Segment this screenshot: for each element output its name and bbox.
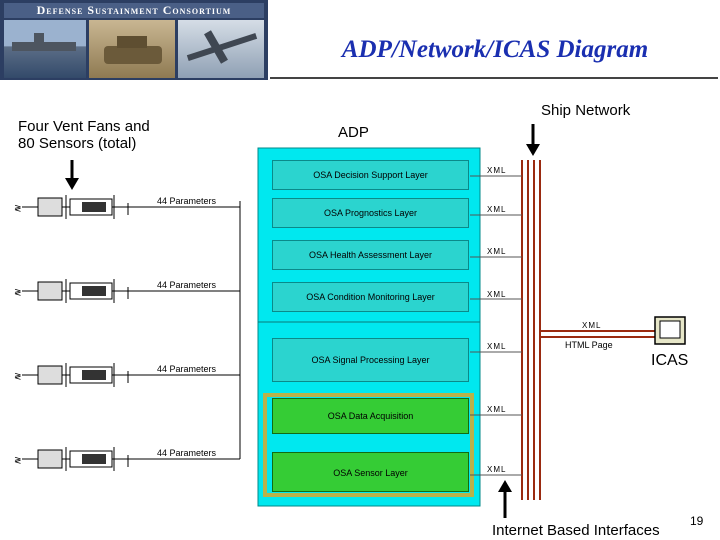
acquisition-highlight bbox=[263, 393, 474, 497]
layer-health-assessment: OSA Health Assessment Layer bbox=[272, 240, 469, 270]
parameters-label: 44 Parameters bbox=[157, 280, 217, 290]
icas-connector bbox=[540, 330, 655, 338]
vent-fan-row: ≷ bbox=[14, 279, 240, 303]
ship-photo bbox=[4, 20, 86, 78]
vent-fan-row: ≷ bbox=[14, 363, 240, 387]
xml-label: XML bbox=[487, 166, 507, 175]
consortium-banner: Defense Sustainment Consortium bbox=[0, 0, 268, 80]
layer-signal-processing: OSA Signal Processing Layer bbox=[272, 338, 469, 382]
monitor-icon bbox=[654, 316, 686, 345]
icas-label: ICAS bbox=[651, 352, 689, 369]
title-rule bbox=[270, 77, 718, 79]
banner-title: Defense Sustainment Consortium bbox=[4, 3, 264, 18]
layer-condition-monitoring: OSA Condition Monitoring Layer bbox=[272, 282, 469, 312]
xml-label: XML bbox=[582, 321, 602, 330]
sensors-label: Four Vent Fans and 80 Sensors (total) bbox=[18, 118, 150, 152]
ship-network-label: Ship Network bbox=[541, 102, 631, 119]
arrow-down-icon bbox=[526, 124, 540, 156]
xml-label: XML bbox=[487, 247, 507, 256]
sensors-label-line1: Four Vent Fans and bbox=[18, 118, 150, 135]
ship-network-bus bbox=[521, 160, 541, 500]
parameters-label: 44 Parameters bbox=[157, 448, 217, 458]
arrow-down-icon bbox=[65, 160, 79, 190]
aircraft-photo bbox=[178, 20, 264, 78]
xml-label: XML bbox=[487, 465, 507, 474]
svg-text:≷: ≷ bbox=[14, 455, 22, 465]
internet-interfaces-label: Internet Based Interfaces bbox=[492, 522, 660, 539]
ship-icon bbox=[12, 42, 76, 51]
vent-fan-row: ≷ bbox=[14, 447, 240, 471]
layer-data-acquisition: OSA Data Acquisition bbox=[272, 398, 469, 434]
vent-fan-row: ≷ bbox=[14, 195, 241, 219]
parameters-label: 44 Parameters bbox=[157, 196, 217, 206]
layer-sensor: OSA Sensor Layer bbox=[272, 452, 469, 492]
sensors-label-line2: 80 Sensors (total) bbox=[18, 135, 137, 152]
xml-label: XML bbox=[487, 342, 507, 351]
xml-label: XML bbox=[487, 205, 507, 214]
fan-icon bbox=[37, 281, 63, 301]
parameters-label: 44 Parameters bbox=[157, 364, 217, 374]
page-number: 19 bbox=[690, 514, 704, 528]
fan-icon bbox=[37, 449, 63, 469]
layer-prognostics: OSA Prognostics Layer bbox=[272, 198, 469, 228]
fan-icon bbox=[37, 197, 63, 217]
svg-text:≷: ≷ bbox=[14, 203, 22, 213]
svg-text:≷: ≷ bbox=[14, 371, 22, 381]
fan-icon bbox=[37, 365, 63, 385]
slide-title: ADP/Network/ICAS Diagram bbox=[341, 36, 649, 63]
html-page-label: HTML Page bbox=[565, 340, 613, 350]
tank-icon bbox=[104, 46, 162, 64]
xml-connectors bbox=[470, 175, 522, 476]
xml-label: XML bbox=[487, 290, 507, 299]
arrow-up-icon bbox=[498, 480, 512, 518]
xml-label: XML bbox=[487, 405, 507, 414]
svg-text:≷: ≷ bbox=[14, 287, 22, 297]
tank-photo bbox=[89, 20, 175, 78]
adp-label: ADP bbox=[338, 124, 369, 141]
layer-decision-support: OSA Decision Support Layer bbox=[272, 160, 469, 190]
